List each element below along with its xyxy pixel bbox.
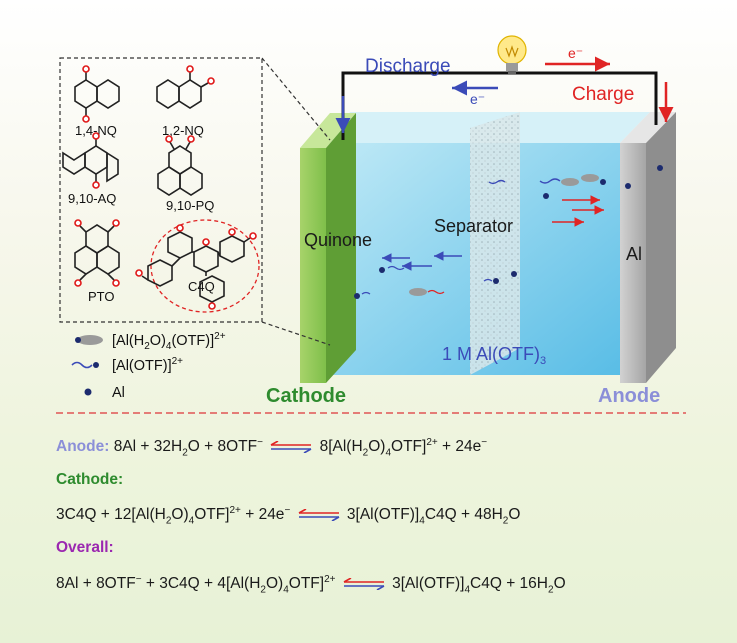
discharge-electron-label: e⁻	[470, 91, 485, 107]
charge-electron-label: e⁻	[568, 45, 583, 61]
overall-equation-header: Overall:	[56, 539, 114, 556]
molecule-9-10-pq: 9,10-PQ	[157, 135, 214, 213]
separator-membrane	[470, 112, 520, 375]
reversible-arrow-icon	[270, 441, 312, 454]
molecule-label: 9,10-PQ	[166, 198, 214, 213]
anode-equation-header: Anode:	[56, 438, 110, 456]
charge-label: Charge	[572, 84, 634, 105]
molecule-pto: PTO	[74, 219, 120, 304]
cathode-label: Cathode	[266, 385, 346, 407]
legend-label-al-otf: [Al(OTF)]2+	[112, 356, 183, 374]
molecule-c4q: C4Q	[135, 219, 260, 313]
anode-equation: Anode: 8Al + 32H2O + 8OTF− 8[Al(H2O)4OTF…	[56, 437, 488, 459]
anode-electrode	[620, 112, 676, 383]
cathode-material-label: Quinone	[304, 230, 372, 250]
reversible-arrow-icon	[343, 578, 385, 591]
molecule-label: 1,4-NQ	[75, 123, 117, 138]
overall-equation: 8Al + 8OTF− + 3C4Q + 4[Al(H2O)4OTF]2+ 3[…	[56, 574, 566, 596]
al-otf-complex-icon	[71, 361, 99, 369]
reversible-arrow-icon	[298, 509, 339, 522]
ion-species	[354, 165, 663, 299]
discharge-ion-arrows	[382, 251, 462, 271]
cathode-equation: 3C4Q + 12[Al(H2O)4OTF]2+ + 24e− 3[Al(OTF…	[56, 505, 521, 527]
anode-label: Anode	[598, 385, 660, 407]
zoom-line-bottom	[261, 321, 331, 346]
molecule-label: C4Q	[188, 279, 215, 294]
anode-material-label: Al	[626, 244, 642, 264]
hydrated-al-complex-icon	[75, 335, 103, 345]
molecule-label: 9,10-AQ	[68, 191, 116, 206]
legend-label-al: Al	[112, 385, 125, 401]
discharge-label: Discharge	[365, 56, 451, 77]
al-atom-icon	[84, 388, 92, 396]
separator-label: Separator	[434, 216, 513, 236]
zoom-line-top	[261, 57, 331, 141]
molecule-9-10-aq: 9,10-AQ	[62, 132, 119, 206]
electrolyte-label: 1 M Al(OTF)3	[442, 344, 546, 367]
legend: [Al(H2O)4(OTF)]2+ [Al(OTF)]2+ Al	[71, 331, 226, 401]
cathode-equation-header: Cathode:	[56, 471, 124, 488]
external-circuit	[335, 56, 674, 140]
charge-ion-arrows	[552, 195, 604, 227]
light-bulb-icon	[497, 35, 527, 74]
molecule-inset-box	[59, 57, 263, 323]
molecule-label: PTO	[88, 289, 115, 304]
molecule-1-4-nq: 1,4-NQ	[74, 65, 120, 138]
molecule-label: 1,2-NQ	[162, 123, 204, 138]
legend-label-hydrated: [Al(H2O)4(OTF)]2+	[112, 331, 226, 352]
molecule-1-2-nq: 1,2-NQ	[156, 65, 215, 138]
